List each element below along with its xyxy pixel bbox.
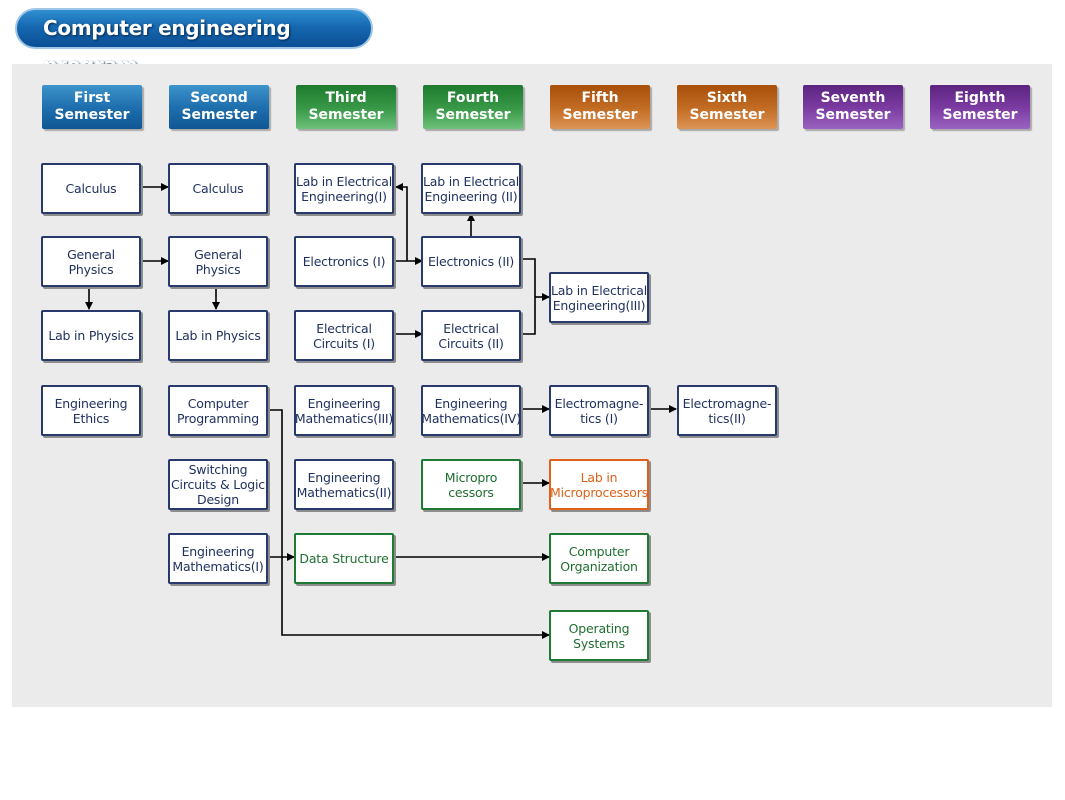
course-lab-physics-2[interactable]: Lab in Physics — [168, 310, 268, 361]
course-switching-circuits[interactable]: Switching Circuits & Logic Design — [168, 459, 268, 510]
course-electromagnetics-2[interactable]: Electromagne- tics(II) — [677, 385, 777, 436]
course-data-structure[interactable]: Data Structure — [294, 533, 394, 584]
arrow-electronics-2-bracket — [522, 258, 536, 335]
course-electrical-circuits-1[interactable]: Electrical Circuits (I) — [294, 310, 394, 361]
course-lab-ee-2[interactable]: Lab in Electrical Engineering (II) — [421, 163, 521, 214]
course-electromagnetics-1[interactable]: Electromagne- tics (I) — [549, 385, 649, 436]
course-calculus-2[interactable]: Calculus — [168, 163, 268, 214]
course-engineering-math-4[interactable]: Engineering Mathematics(IV) — [421, 385, 521, 436]
course-computer-organization[interactable]: Computer Organization — [549, 533, 649, 584]
course-engineering-math-1[interactable]: Engineering Mathematics(I) — [168, 533, 268, 584]
course-computer-programming[interactable]: Computer Programming — [168, 385, 268, 436]
course-lab-microprocessors[interactable]: Lab in Microprocessors — [549, 459, 649, 510]
arrow-programming-to-os — [269, 409, 550, 639]
course-microprocessors[interactable]: Micropro cessors — [421, 459, 521, 510]
course-engineering-ethics[interactable]: Engineering Ethics — [41, 385, 141, 436]
course-operating-systems[interactable]: Operating Systems — [549, 610, 649, 661]
arrow-to-lab-ee-1 — [395, 183, 408, 261]
course-engineering-math-3[interactable]: Engineering Mathematics(III) — [294, 385, 394, 436]
course-electrical-circuits-2[interactable]: Electrical Circuits (II) — [421, 310, 521, 361]
course-general-physics-2[interactable]: General Physics — [168, 236, 268, 287]
course-engineering-math-2[interactable]: Engineering Mathematics(II) — [294, 459, 394, 510]
course-lab-physics-1[interactable]: Lab in Physics — [41, 310, 141, 361]
course-calculus-1[interactable]: Calculus — [41, 163, 141, 214]
course-lab-ee-3[interactable]: Lab in Electrical Engineering(III) — [549, 272, 649, 323]
course-electronics-1[interactable]: Electronics (I) — [294, 236, 394, 287]
course-lab-ee-1[interactable]: Lab in Electrical Engineering(I) — [294, 163, 394, 214]
course-general-physics-1[interactable]: General Physics — [41, 236, 141, 287]
course-electronics-2[interactable]: Electronics (II) — [421, 236, 521, 287]
